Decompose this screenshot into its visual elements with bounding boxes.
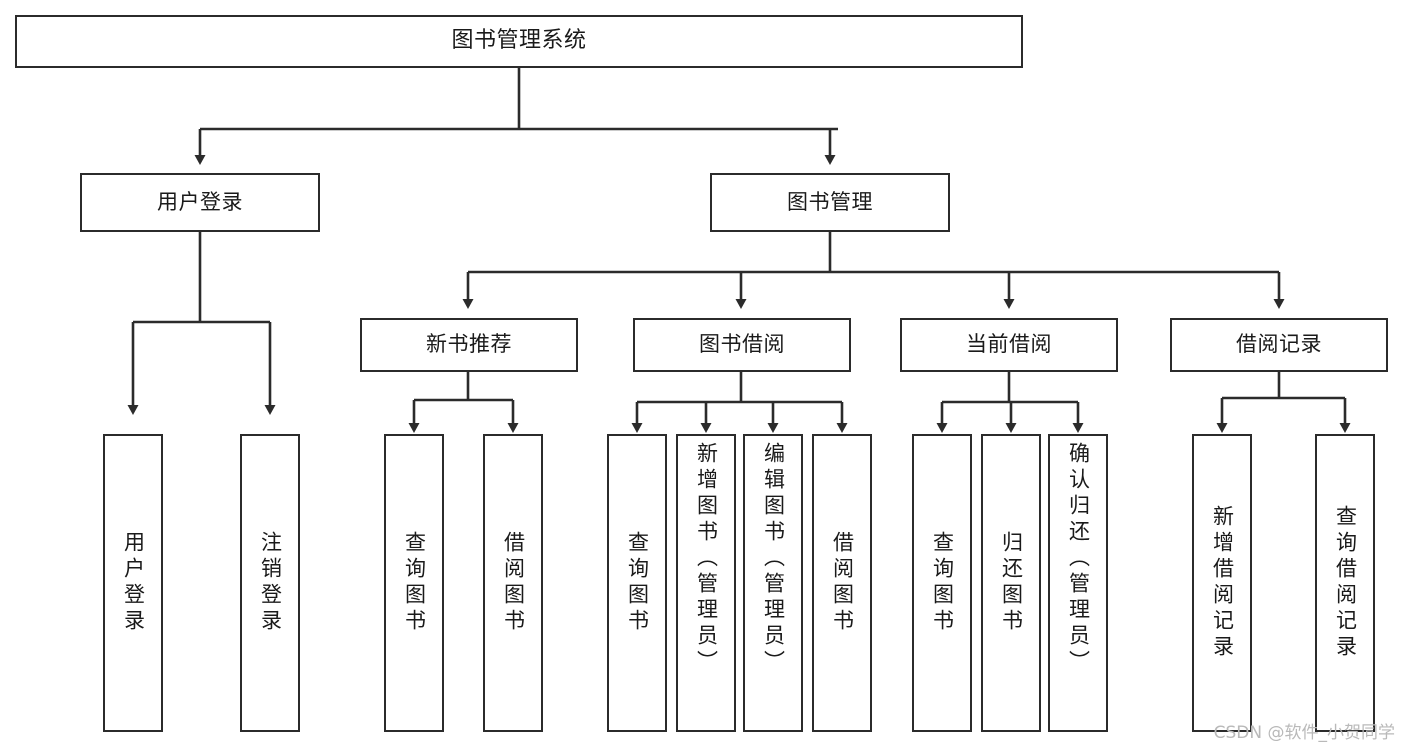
leaf-borrow-record-query[interactable]: 查询借阅记录 bbox=[1315, 434, 1375, 732]
leaf-book-borrow-add-label: 新增图书（管理员） bbox=[694, 442, 719, 676]
leaf-new-book-borrow-label: 借阅图书 bbox=[501, 531, 526, 635]
leaf-user-login-signin-label: 用户登录 bbox=[121, 531, 146, 635]
leaf-current-borrow-confirm[interactable]: 确认归还（管理员） bbox=[1048, 434, 1108, 732]
leaf-borrow-record-add-label: 新增借阅记录 bbox=[1210, 505, 1235, 661]
node-current-borrow-label: 当前借阅 bbox=[966, 332, 1052, 357]
node-user-login-label: 用户登录 bbox=[157, 189, 243, 214]
leaf-new-book-query-label: 查询图书 bbox=[402, 531, 427, 635]
node-book-manage[interactable]: 图书管理 bbox=[710, 173, 950, 232]
leaf-book-borrow-edit-label: 编辑图书（管理员） bbox=[761, 442, 786, 676]
leaf-new-book-borrow[interactable]: 借阅图书 bbox=[483, 434, 543, 732]
node-user-login[interactable]: 用户登录 bbox=[80, 173, 320, 232]
node-borrow-record[interactable]: 借阅记录 bbox=[1170, 318, 1388, 372]
leaf-current-borrow-query-label: 查询图书 bbox=[930, 531, 955, 635]
leaf-current-borrow-confirm-label: 确认归还（管理员） bbox=[1066, 442, 1091, 676]
node-new-book-recommend[interactable]: 新书推荐 bbox=[360, 318, 578, 372]
leaf-user-login-signout-label: 注销登录 bbox=[258, 531, 283, 635]
leaf-borrow-record-add[interactable]: 新增借阅记录 bbox=[1192, 434, 1252, 732]
leaf-book-borrow-add[interactable]: 新增图书（管理员） bbox=[676, 434, 736, 732]
node-borrow-record-label: 借阅记录 bbox=[1236, 332, 1322, 357]
leaf-current-borrow-query[interactable]: 查询图书 bbox=[912, 434, 972, 732]
node-new-book-recommend-label: 新书推荐 bbox=[426, 332, 512, 357]
node-book-borrow-label: 图书借阅 bbox=[699, 332, 785, 357]
leaf-current-borrow-return[interactable]: 归还图书 bbox=[981, 434, 1041, 732]
leaf-book-borrow-query[interactable]: 查询图书 bbox=[607, 434, 667, 732]
leaf-book-borrow-lend[interactable]: 借阅图书 bbox=[812, 434, 872, 732]
node-book-borrow[interactable]: 图书借阅 bbox=[633, 318, 851, 372]
leaf-borrow-record-query-label: 查询借阅记录 bbox=[1333, 505, 1358, 661]
leaf-book-borrow-lend-label: 借阅图书 bbox=[830, 531, 855, 635]
leaf-book-borrow-edit[interactable]: 编辑图书（管理员） bbox=[743, 434, 803, 732]
leaf-user-login-signin[interactable]: 用户登录 bbox=[103, 434, 163, 732]
node-book-manage-label: 图书管理 bbox=[787, 189, 873, 214]
node-root[interactable]: 图书管理系统 bbox=[15, 15, 1023, 68]
leaf-new-book-query[interactable]: 查询图书 bbox=[384, 434, 444, 732]
leaf-current-borrow-return-label: 归还图书 bbox=[999, 531, 1024, 635]
node-current-borrow[interactable]: 当前借阅 bbox=[900, 318, 1118, 372]
leaf-book-borrow-query-label: 查询图书 bbox=[625, 531, 650, 635]
csdn-watermark: CSDN @软件_小贺同学 bbox=[1213, 723, 1395, 743]
node-root-label: 图书管理系统 bbox=[451, 28, 587, 54]
leaf-user-login-signout[interactable]: 注销登录 bbox=[240, 434, 300, 732]
